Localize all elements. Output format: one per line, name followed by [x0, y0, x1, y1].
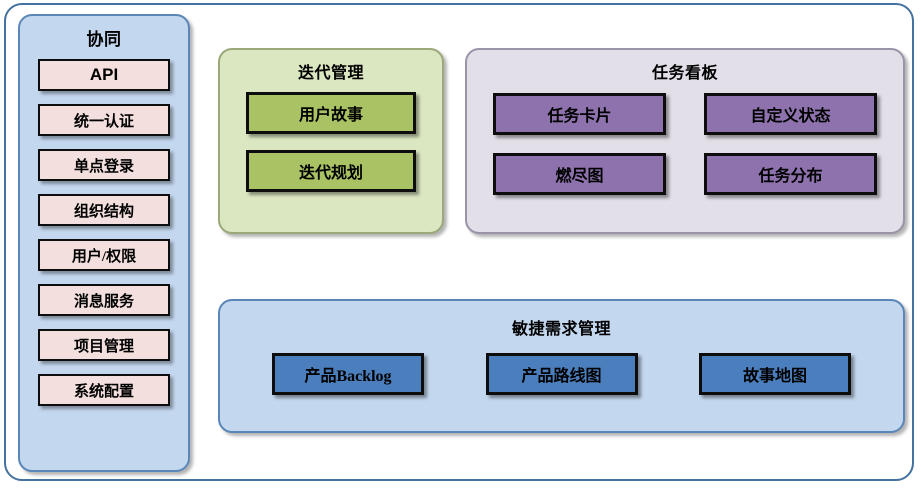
sidebar-item-unified-auth[interactable]: 统一认证 [38, 104, 170, 136]
panel-task-board-title: 任务看板 [651, 65, 718, 82]
sidebar-item-user-permission[interactable]: 用户/权限 [38, 239, 170, 271]
panel-task-board[interactable]: 任务看板 任务卡片 自定义状态 燃尽图 任务分布 [465, 48, 905, 234]
iteration-item-iteration-planning[interactable]: 迭代规划 [246, 150, 416, 192]
task-board-item-grid: 任务卡片 自定义状态 燃尽图 任务分布 [467, 93, 903, 195]
sidebar-item-api[interactable]: API [38, 59, 170, 91]
sidebar-item-message-service[interactable]: 消息服务 [38, 284, 170, 316]
agile-item-product-roadmap[interactable]: 产品路线图 [485, 353, 638, 395]
panel-collaboration-title: 协同 [86, 30, 122, 49]
panel-iteration-title: 迭代管理 [297, 65, 364, 82]
panel-iteration-management[interactable]: 迭代管理 用户故事 迭代规划 [218, 48, 444, 234]
board-item-task-distribution[interactable]: 任务分布 [704, 153, 877, 195]
sidebar-item-system-config[interactable]: 系统配置 [38, 374, 170, 406]
sidebar-item-org-structure[interactable]: 组织结构 [38, 194, 170, 226]
iteration-item-user-story[interactable]: 用户故事 [246, 92, 416, 134]
sidebar-item-single-sign-on[interactable]: 单点登录 [38, 149, 170, 181]
board-item-burndown-chart[interactable]: 燃尽图 [493, 153, 666, 195]
agile-item-row: 产品Backlog 产品路线图 故事地图 [220, 353, 903, 395]
iteration-item-list: 用户故事 迭代规划 [220, 92, 442, 192]
board-item-custom-status[interactable]: 自定义状态 [704, 93, 877, 135]
panel-agile-requirements[interactable]: 敏捷需求管理 产品Backlog 产品路线图 故事地图 [218, 299, 905, 433]
panel-collaboration[interactable]: 协同 API 统一认证 单点登录 组织结构 用户/权限 消息服务 项目管理 系统… [18, 14, 190, 472]
agile-item-story-map[interactable]: 故事地图 [699, 353, 851, 395]
collaboration-item-list: API 统一认证 单点登录 组织结构 用户/权限 消息服务 项目管理 系统配置 [20, 59, 188, 406]
board-item-task-card[interactable]: 任务卡片 [493, 93, 666, 135]
panel-agile-requirements-title: 敏捷需求管理 [511, 321, 611, 338]
agile-item-product-backlog[interactable]: 产品Backlog [272, 353, 424, 395]
sidebar-item-project-management[interactable]: 项目管理 [38, 329, 170, 361]
